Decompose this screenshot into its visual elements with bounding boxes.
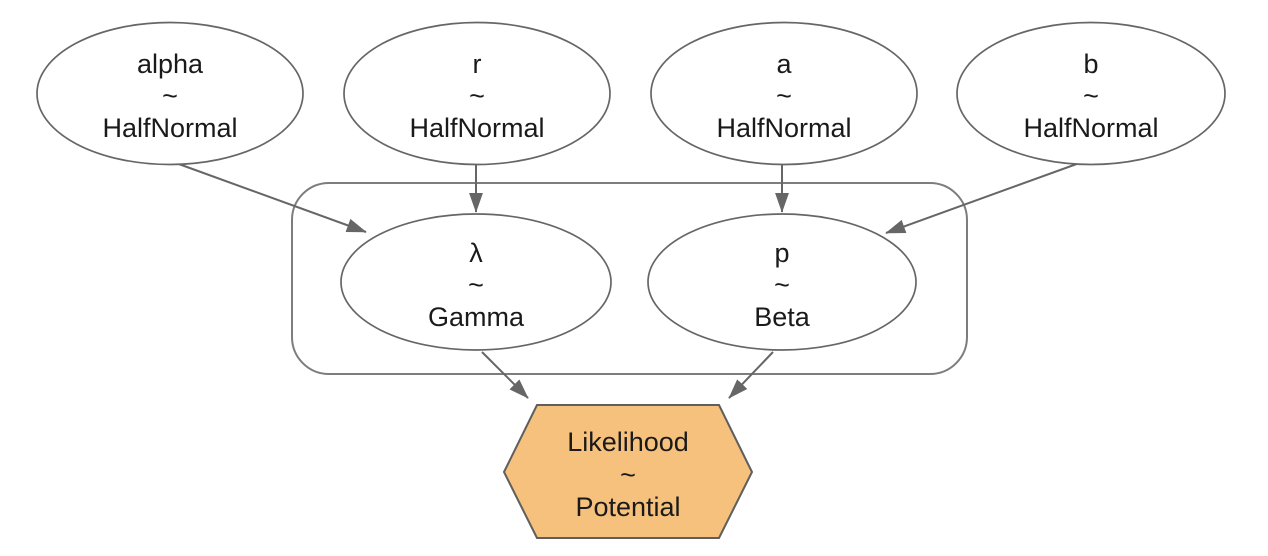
node-lambda-name: λ [469, 238, 483, 268]
node-alpha-name: alpha [137, 49, 204, 79]
node-a-ellipse [650, 21, 918, 166]
plate-box [291, 182, 968, 375]
edge-lambda-to-likelihood [481, 351, 529, 399]
node-alpha-ellipse [36, 21, 304, 166]
node-lambda-ellipse [340, 213, 612, 351]
node-likelihood-name: Likelihood [567, 427, 689, 457]
edge-p-to-likelihood [728, 351, 774, 399]
node-p-distribution: Beta [754, 302, 811, 332]
node-likelihood-tilde: ~ [620, 460, 636, 490]
node-r: r ~ HalfNormal [343, 21, 611, 166]
node-p: p ~ Beta [647, 213, 917, 351]
node-b-name: b [1083, 49, 1098, 79]
node-b-ellipse [956, 21, 1226, 166]
edge-b-to-p [885, 160, 1086, 234]
node-r-ellipse [343, 21, 611, 166]
node-p-name: p [774, 238, 789, 268]
node-b-tilde: ~ [1083, 81, 1099, 111]
node-a: a ~ HalfNormal [650, 21, 918, 166]
node-likelihood: Likelihood ~ Potential [502, 404, 754, 539]
node-r-tilde: ~ [469, 81, 485, 111]
node-r-distribution: HalfNormal [409, 113, 544, 143]
node-lambda-distribution: Gamma [428, 302, 525, 332]
node-likelihood-distribution: Potential [575, 492, 680, 522]
node-r-name: r [473, 49, 482, 79]
node-b-distribution: HalfNormal [1023, 113, 1158, 143]
node-a-distribution: HalfNormal [716, 113, 851, 143]
edge-alpha-to-lambda [175, 162, 367, 233]
node-alpha-tilde: ~ [162, 81, 178, 111]
node-a-tilde: ~ [776, 81, 792, 111]
node-alpha-distribution: HalfNormal [102, 113, 237, 143]
node-a-name: a [776, 49, 792, 79]
node-likelihood-hexagon [502, 404, 754, 539]
node-b: b ~ HalfNormal [956, 21, 1226, 166]
node-lambda-tilde: ~ [468, 270, 484, 300]
node-alpha: alpha ~ HalfNormal [36, 21, 304, 166]
node-p-ellipse [647, 213, 917, 351]
node-p-tilde: ~ [774, 270, 790, 300]
node-lambda: λ ~ Gamma [340, 213, 612, 351]
